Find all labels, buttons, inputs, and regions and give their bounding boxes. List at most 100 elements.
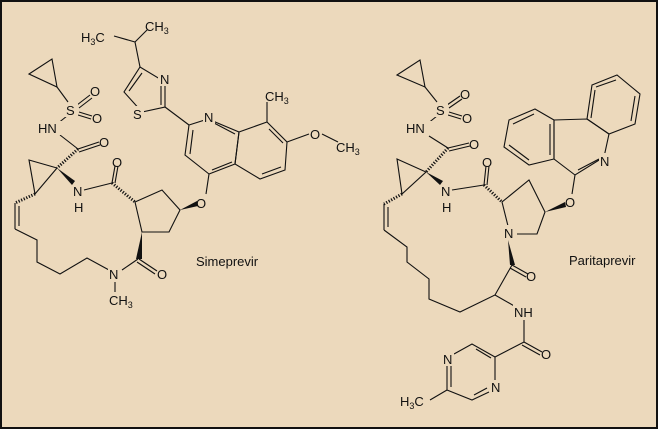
bond <box>383 192 403 206</box>
bond <box>503 225 515 239</box>
bond <box>509 267 527 278</box>
atom-label: 3 <box>284 96 289 106</box>
bond <box>577 158 600 171</box>
atom-label: O <box>310 127 320 142</box>
atom-label: O <box>482 155 492 170</box>
cyclopropyl-ring <box>27 58 58 88</box>
atom-label: H <box>74 200 83 215</box>
atom-label: S <box>66 103 75 118</box>
bond <box>77 114 92 120</box>
atom-label: N <box>160 72 169 87</box>
bond <box>448 111 463 117</box>
bond <box>586 74 641 135</box>
atom-label: H3C <box>81 30 105 47</box>
bond <box>395 59 426 88</box>
bond <box>424 146 450 174</box>
bond <box>599 153 611 167</box>
bond <box>442 352 454 366</box>
simeprevir-structure <box>14 29 339 292</box>
bond <box>28 159 58 196</box>
bond <box>446 364 490 401</box>
atom-label: O <box>541 347 551 362</box>
atom-label: H <box>81 30 90 45</box>
bond <box>448 145 471 152</box>
atom-label: H <box>442 200 451 215</box>
bond <box>571 174 576 195</box>
bond <box>184 118 240 175</box>
atom-label: HN <box>38 121 57 136</box>
bond <box>14 228 110 275</box>
atom-label: O <box>462 111 472 126</box>
atom-label: 3 <box>90 37 95 47</box>
atom-label: H <box>400 394 409 409</box>
atom-label: HN <box>406 121 425 136</box>
bond <box>47 121 69 135</box>
bond <box>415 103 611 394</box>
bond <box>523 341 543 353</box>
bond <box>213 122 236 135</box>
bond <box>134 41 141 68</box>
bond <box>203 110 215 124</box>
bond <box>180 201 198 210</box>
atom-label: O <box>526 269 536 284</box>
bond <box>76 94 91 106</box>
atom-label: CH3 <box>145 19 169 36</box>
atom-label: 3 <box>409 401 414 411</box>
atom-label: N <box>504 226 513 241</box>
atom-label: CH <box>265 89 284 104</box>
atom-label: O <box>112 155 122 170</box>
atom-label: O <box>196 196 206 211</box>
bond <box>78 97 93 109</box>
atom-label: 3 <box>164 26 169 36</box>
atom-label: NH <box>514 305 533 320</box>
atom-label: N <box>441 184 450 199</box>
bond <box>83 182 113 191</box>
paritaprevir-name: Paritaprevir <box>569 253 636 268</box>
bond <box>435 103 448 117</box>
atom-label: C <box>414 394 423 409</box>
atom-label: N <box>491 380 500 395</box>
atom-label: N <box>443 352 452 367</box>
bond <box>453 343 496 358</box>
bond <box>486 165 490 186</box>
bond <box>268 128 284 144</box>
atom-label: N <box>109 267 118 282</box>
atom-label: CH3 <box>109 293 133 310</box>
bond <box>65 103 78 117</box>
bond <box>451 184 485 191</box>
atom-label: O <box>99 135 109 150</box>
atom-label: S <box>436 103 445 118</box>
bond <box>56 86 69 103</box>
bond <box>211 161 233 171</box>
bond <box>448 98 463 109</box>
bond <box>447 114 462 120</box>
paritaprevir-labels: S O O HN O O N H O N N O NH O N N H3C Pa… <box>400 87 636 411</box>
atom-label: O <box>157 267 167 282</box>
atom-label: 3 <box>128 300 133 310</box>
atom-label: O <box>90 84 100 99</box>
bond <box>111 165 116 184</box>
bond <box>128 72 143 92</box>
bond <box>595 79 617 88</box>
bond <box>415 121 437 135</box>
atom-label: C <box>95 30 104 45</box>
bond <box>383 229 513 313</box>
bond <box>429 389 448 401</box>
atom-label: CH <box>336 140 355 155</box>
bond <box>78 111 93 117</box>
atom-label: O <box>469 137 479 152</box>
atom-label: N <box>73 184 82 199</box>
bond <box>261 166 282 175</box>
atom-label: CH <box>145 19 164 34</box>
bond <box>189 129 194 155</box>
bond <box>134 29 148 43</box>
atom-label: O <box>565 195 575 210</box>
bond <box>508 240 515 265</box>
bond <box>136 261 156 275</box>
bond <box>321 133 339 143</box>
bond <box>490 380 502 394</box>
paritaprevir-structure <box>383 59 641 401</box>
bond <box>424 86 438 103</box>
bond <box>78 144 101 153</box>
